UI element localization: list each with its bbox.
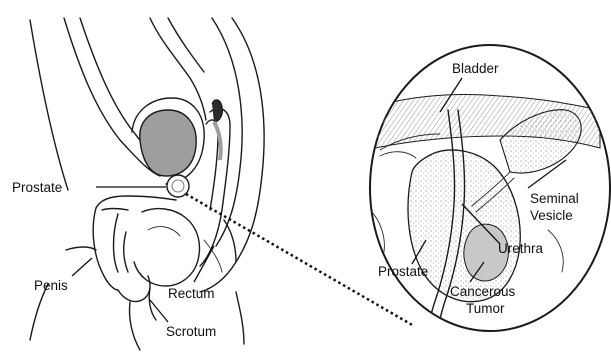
- label-seminal-vesicle-line2: Vesicle: [530, 208, 573, 223]
- label-bladder: Bladder: [452, 61, 499, 76]
- label-cancerous-tumor-line2: Tumor: [466, 301, 505, 316]
- label-urethra: Urethra: [498, 241, 544, 256]
- bladder-body: [132, 98, 204, 184]
- leader-scrotum: [150, 300, 168, 322]
- label-penis: Penis: [34, 278, 68, 293]
- label-cancerous-tumor-line1: Cancerous: [450, 284, 516, 299]
- label-scrotum: Scrotum: [166, 324, 216, 339]
- rectum-body: [200, 100, 236, 272]
- body-section-illustration: [30, 18, 264, 350]
- prostate-body: [167, 175, 189, 197]
- label-prostate-left: Prostate: [12, 180, 62, 195]
- label-seminal-vesicle-line1: Seminal: [530, 191, 579, 206]
- label-rectum: Rectum: [168, 286, 215, 301]
- label-prostate-right: Prostate: [378, 264, 428, 279]
- leader-penis: [72, 258, 92, 276]
